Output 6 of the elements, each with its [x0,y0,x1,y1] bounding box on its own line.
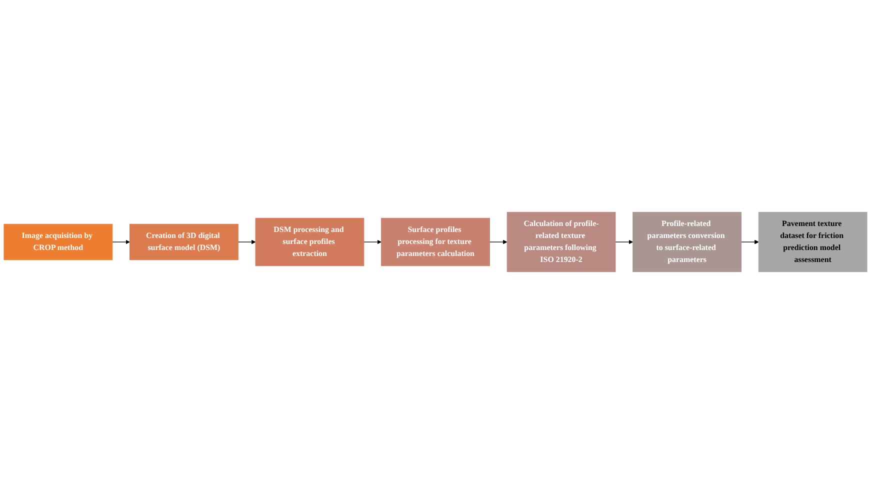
arrow [740,240,759,244]
arrow [489,240,508,244]
arrow [364,240,382,244]
arrow [238,240,256,244]
arrow [615,240,634,244]
arrow [112,240,130,244]
